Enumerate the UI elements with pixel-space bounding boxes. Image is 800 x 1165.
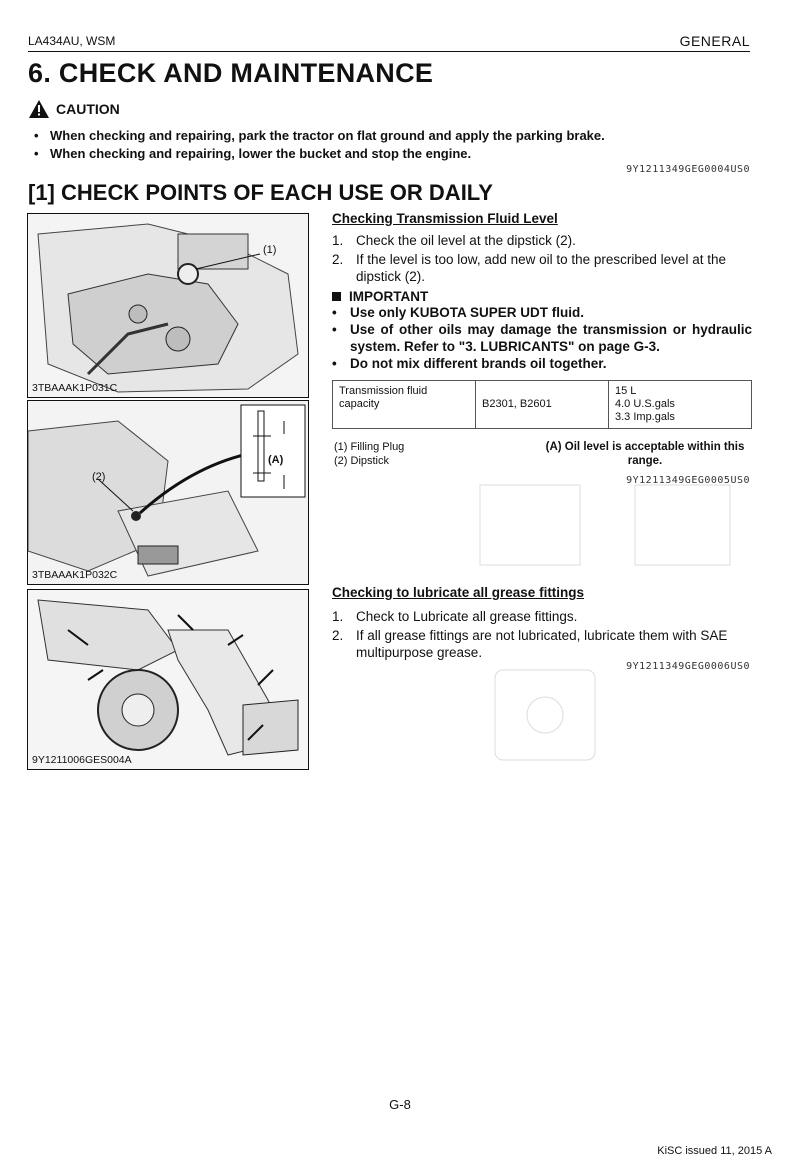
inset-label-a: (A) — [268, 454, 284, 466]
transmission-code: 9Y1211349GEG0005US0 — [626, 475, 750, 486]
step-item: 2.If all grease fittings are not lubrica… — [332, 628, 728, 660]
spec-models: B2301, B2601 — [475, 380, 609, 429]
tractor-engine-illustration — [28, 214, 308, 397]
step-item: 1.Check the oil level at the dipstick (2… — [332, 233, 576, 248]
doc-code: LA434AU, WSM — [28, 34, 116, 48]
important-list: •Use only KUBOTA SUPER UDT fluid. •Use o… — [332, 304, 752, 372]
grease-heading: Checking to lubricate all grease fitting… — [332, 585, 585, 600]
caution-label: CAUTION — [56, 101, 120, 117]
grease-steps: 1.Check to Lubricate all grease fittings… — [332, 608, 752, 661]
figure-caption: 3TBAAAK1P031C — [32, 382, 118, 394]
figure-dipstick-closeup: (1) 3TBAAAK1P031C — [27, 213, 309, 398]
page-number: G-8 — [389, 1097, 411, 1112]
caution-list: When checking and repairing, park the tr… — [34, 127, 605, 163]
transmission-section: Checking Transmission Fluid Level 1.Chec… — [332, 211, 752, 372]
fluid-capacity-table: Transmission fluid capacity B2301, B2601… — [332, 380, 752, 429]
important-item: •Do not mix different brands oil togethe… — [332, 356, 607, 371]
square-icon — [332, 292, 341, 301]
section-title: [1] CHECK POINTS OF EACH USE OR DAILY — [28, 180, 493, 205]
warning-icon — [29, 100, 49, 118]
caution-item: When checking and repairing, park the tr… — [34, 127, 605, 145]
caution-item: When checking and repairing, lower the b… — [34, 145, 605, 163]
tractor-floor-illustration — [28, 401, 308, 584]
legend-a: (A) Oil level is acceptable within this … — [545, 441, 745, 467]
grease-section: Checking to lubricate all grease fitting… — [332, 585, 752, 663]
important-heading: IMPORTANT — [332, 289, 752, 304]
caution-code: 9Y1211349GEG0004US0 — [626, 164, 750, 175]
header-rule — [28, 51, 750, 52]
spec-label: Transmission fluid capacity — [332, 380, 476, 429]
figure-caption: 3TBAAAK1P032C — [32, 569, 118, 581]
issue-note: KiSC issued 11, 2015 A — [657, 1145, 772, 1157]
page-title: 6. CHECK AND MAINTENANCE — [28, 58, 434, 88]
figure-caption: 9Y1211006GES004A — [32, 754, 132, 766]
figure-dipstick-location: (A) (2) 3TBAAAK1P032C — [27, 400, 309, 585]
loader-illustration — [28, 590, 308, 769]
step-item: 1.Check to Lubricate all grease fittings… — [332, 609, 578, 624]
callout-1: (1) — [263, 244, 277, 256]
important-item: •Use of other oils may damage the transm… — [332, 322, 752, 354]
figure-legend: (1) Filling Plug (2) Dipstick — [334, 440, 404, 468]
transmission-steps: 1.Check the oil level at the dipstick (2… — [332, 232, 752, 285]
important-item: •Use only KUBOTA SUPER UDT fluid. — [332, 305, 585, 320]
step-item: 2.If the level is too low, add new oil t… — [332, 252, 726, 284]
callout-2: (2) — [92, 471, 106, 483]
caution-heading: CAUTION — [28, 99, 120, 119]
legend-item: (2) Dipstick — [334, 455, 390, 467]
section-label: GENERAL — [679, 33, 750, 49]
spec-values: 15 L 4.0 U.S.gals 3.3 Imp.gals — [608, 380, 752, 429]
figure-grease-points: 9Y1211006GES004A — [27, 589, 309, 770]
grease-code: 9Y1211349GEG0006US0 — [626, 661, 750, 672]
bleed-through-figures — [479, 484, 731, 761]
legend-item: (1) Filling Plug — [334, 441, 405, 453]
transmission-heading: Checking Transmission Fluid Level — [332, 211, 558, 226]
